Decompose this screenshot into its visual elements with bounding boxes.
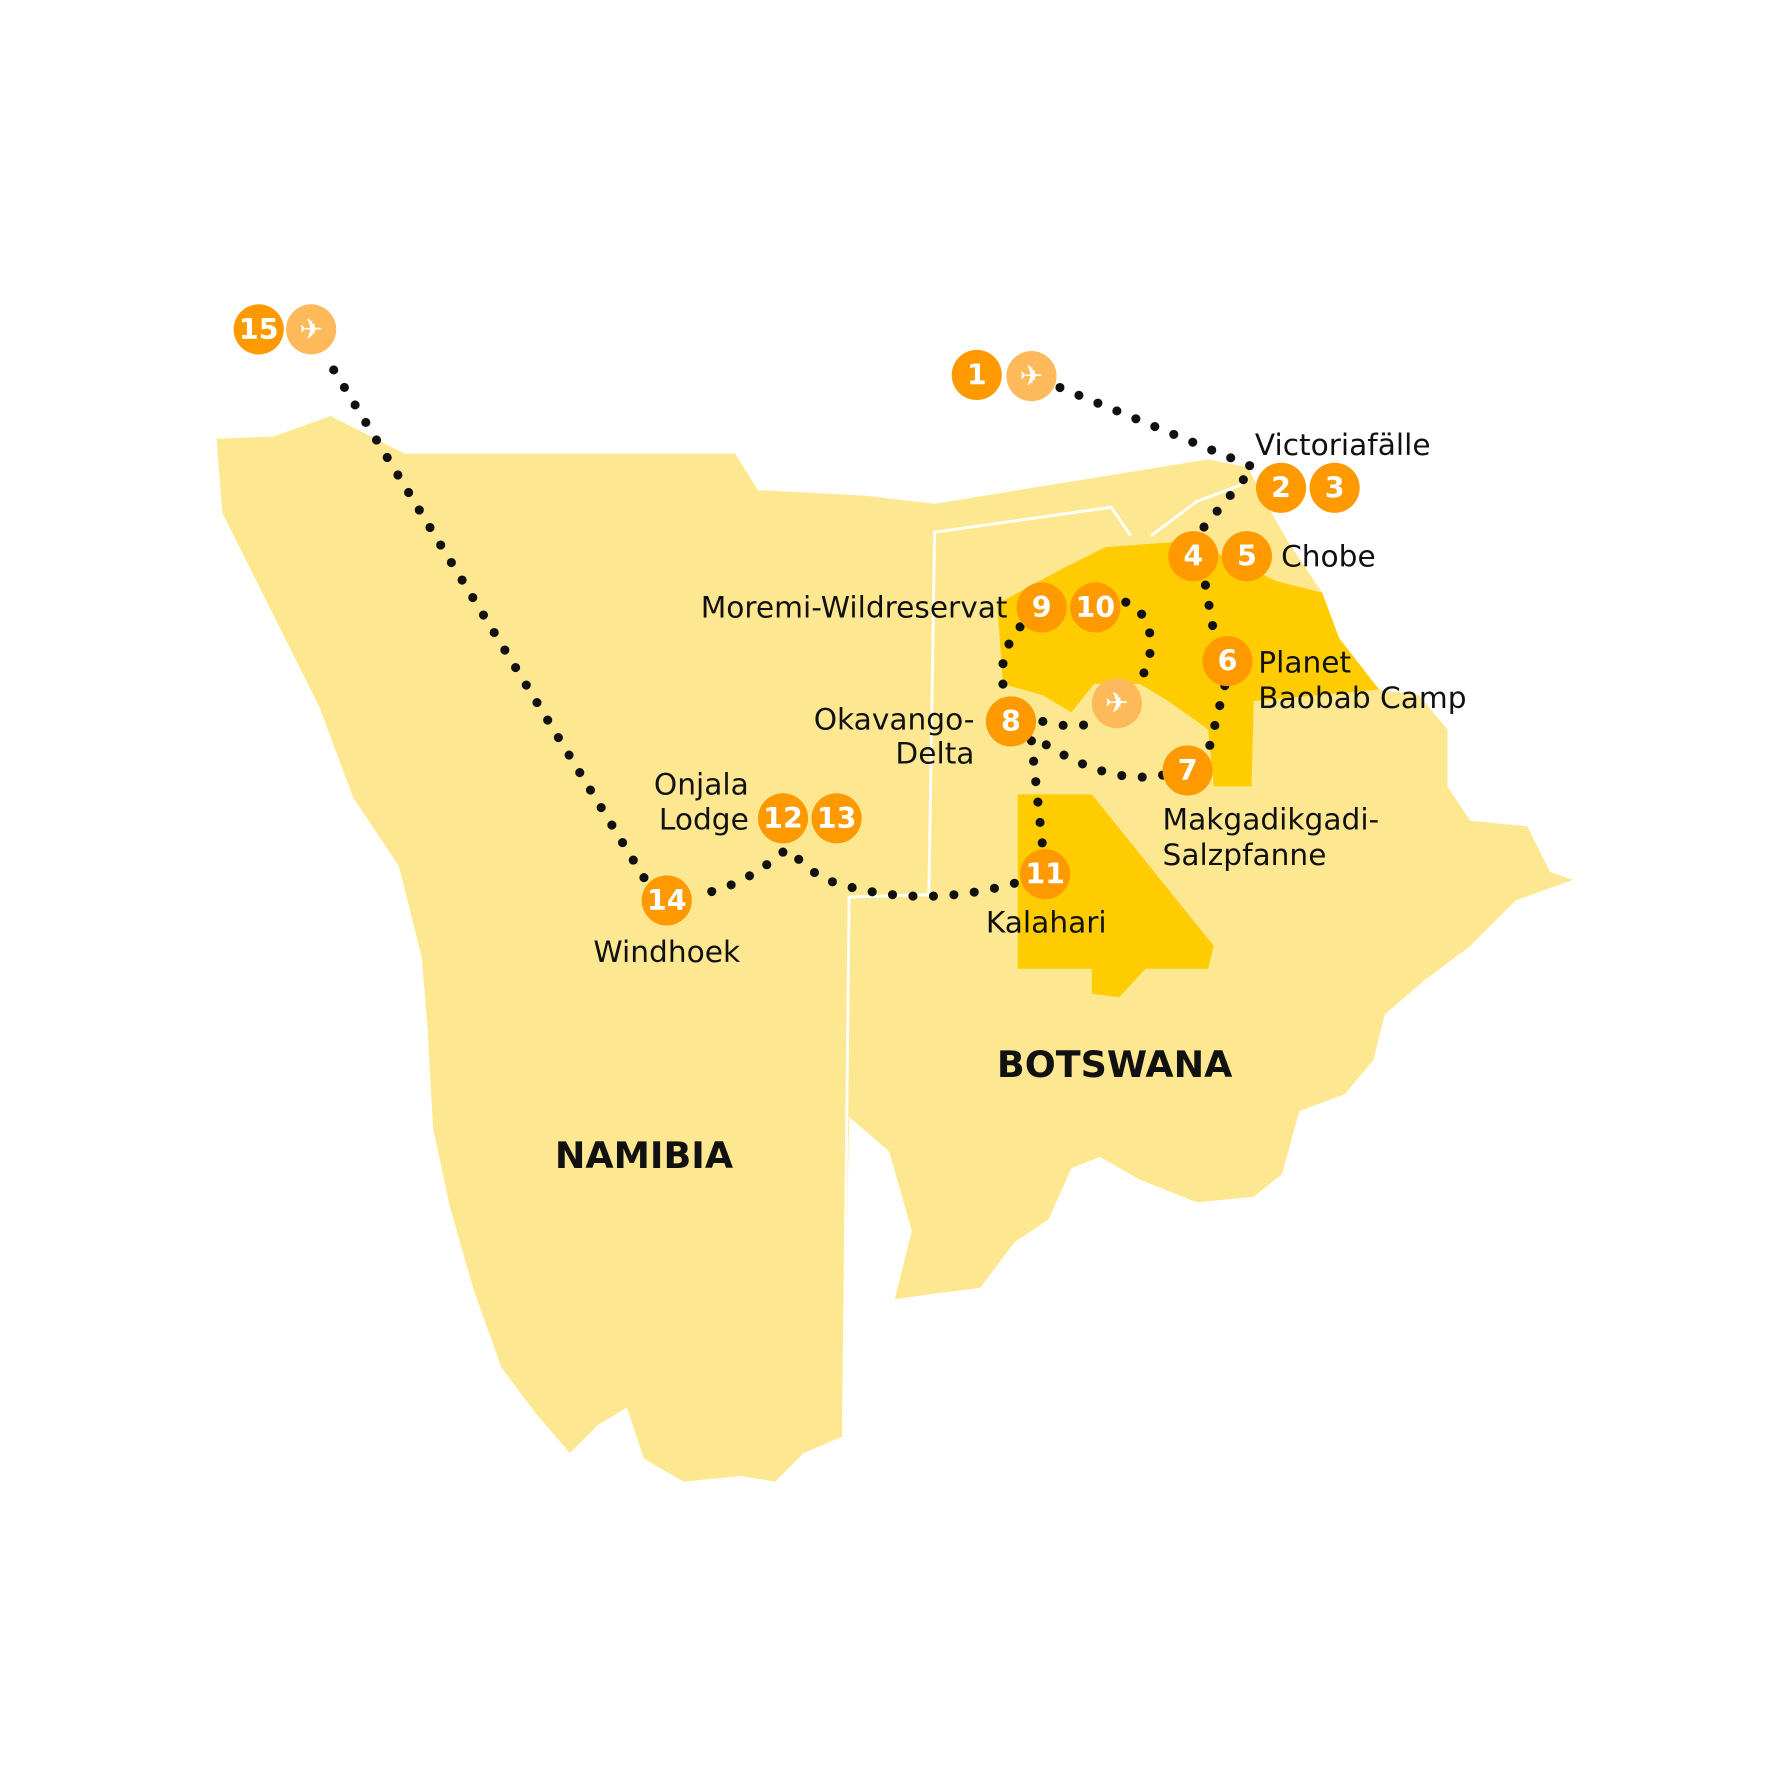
airplane-icon: ✈ [1091, 678, 1143, 729]
stop-marker-1: 1 [951, 349, 1002, 401]
label-okavango-1: Okavango- [814, 701, 975, 736]
stop-marker-11: 11 [1020, 849, 1071, 900]
label-windhoek: Windhoek [593, 934, 741, 969]
stop-marker-15: 15 [233, 304, 284, 355]
border-line [841, 483, 1243, 1437]
airplane-icon: ✈ [286, 304, 337, 355]
label-planet-2: Baobab Camp [1258, 680, 1466, 715]
plane-markers: ✈ ✈ ✈ [286, 304, 1143, 729]
svg-text:12: 12 [763, 802, 803, 835]
stop-marker-4: 4 [1168, 531, 1219, 582]
stop-markers: 1 2 3 4 5 6 7 8 9 10 11 12 13 14 15 [233, 304, 1360, 926]
stop-marker-10: 10 [1070, 582, 1121, 633]
stop-marker-3: 3 [1309, 462, 1360, 513]
svg-text:10: 10 [1075, 591, 1115, 624]
stop-marker-8: 8 [985, 696, 1037, 747]
svg-text:4: 4 [1183, 540, 1203, 573]
svg-text:1: 1 [967, 358, 987, 391]
park-kalahari [1017, 794, 1214, 998]
label-chobe: Chobe [1281, 538, 1376, 573]
stop-marker-7: 7 [1162, 745, 1213, 796]
svg-text:3: 3 [1325, 471, 1345, 504]
stop-marker-12: 12 [757, 793, 809, 844]
svg-text:5: 5 [1237, 540, 1257, 573]
label-kalahari: Kalahari [986, 904, 1107, 939]
place-labels: Victoriafälle Chobe Planet Baobab Camp M… [555, 427, 1467, 1177]
svg-text:2: 2 [1271, 471, 1291, 504]
svg-text:✈: ✈ [1105, 687, 1129, 720]
land-namibia-botswana [216, 416, 1573, 1482]
stop-marker-13: 13 [811, 793, 862, 844]
stop-marker-9: 9 [1016, 582, 1067, 633]
svg-text:✈: ✈ [299, 313, 323, 346]
svg-text:11: 11 [1025, 858, 1065, 891]
label-onjala-1: Onjala [654, 766, 749, 801]
route [325, 360, 1262, 901]
label-makgadikgadi-2: Salzpfanne [1163, 837, 1327, 872]
svg-text:14: 14 [647, 884, 687, 917]
country-botswana: BOTSWANA [997, 1043, 1233, 1086]
label-victoria: Victoriafälle [1255, 427, 1431, 462]
stop-marker-2: 2 [1255, 462, 1307, 513]
label-onjala-2: Lodge [659, 802, 749, 837]
svg-text:✈: ✈ [1020, 360, 1044, 393]
label-planet-1: Planet [1258, 644, 1351, 679]
airplane-icon: ✈ [1006, 351, 1057, 402]
stop-marker-5: 5 [1221, 531, 1272, 582]
label-moremi: Moremi-Wildreservat [701, 590, 1008, 625]
label-okavango-2: Delta [895, 736, 974, 771]
country-namibia: NAMIBIA [555, 1134, 734, 1177]
svg-text:13: 13 [817, 802, 857, 835]
svg-text:6: 6 [1218, 645, 1238, 678]
svg-text:9: 9 [1032, 591, 1052, 624]
svg-text:15: 15 [239, 313, 279, 346]
svg-text:8: 8 [1001, 705, 1021, 738]
svg-text:7: 7 [1178, 754, 1198, 787]
stop-marker-6: 6 [1202, 635, 1253, 687]
label-makgadikgadi-1: Makgadikgadi- [1163, 802, 1380, 837]
stop-marker-14: 14 [641, 875, 692, 926]
